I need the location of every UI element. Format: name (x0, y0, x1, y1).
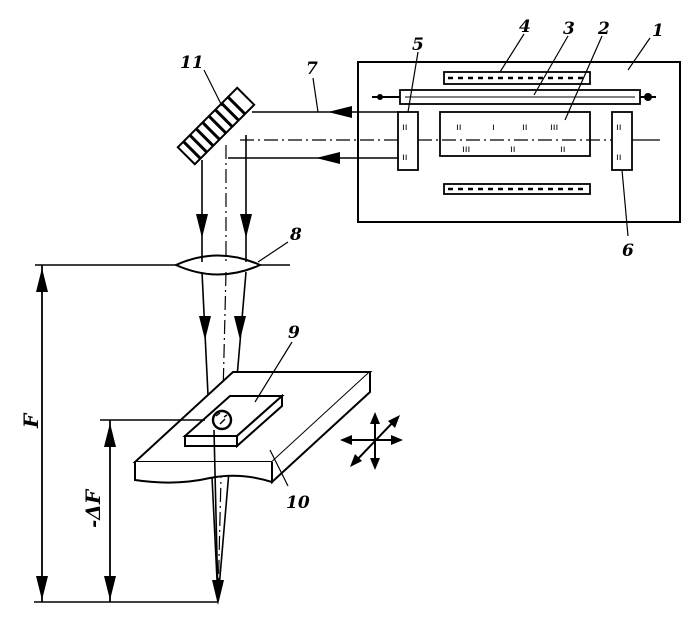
label-2: 2 (597, 19, 610, 39)
workpiece (182, 393, 285, 449)
svg-text:ıı: ıı (616, 122, 622, 133)
svg-text:ııı: ııı (462, 144, 470, 155)
svg-text:ıı: ıı (616, 152, 622, 163)
dimension-f (34, 265, 218, 603)
label-9: 9 (288, 323, 300, 343)
label-5: 5 (412, 35, 424, 55)
reflector-top (443, 71, 591, 85)
beam-vertical-upper (196, 135, 252, 262)
reflector-bottom (443, 183, 591, 195)
label-4: 4 (519, 17, 531, 37)
leader-lines (203, 33, 651, 487)
label-7: 7 (306, 59, 318, 79)
svg-text:ıı: ıı (402, 122, 408, 133)
label-3: 3 (563, 19, 575, 39)
svg-text:ıı: ıı (456, 122, 462, 133)
rear-mirror (611, 111, 633, 171)
svg-text:ıı: ıı (510, 144, 516, 155)
processing-spot (211, 409, 233, 431)
label-1: 1 (652, 21, 664, 41)
svg-text:ıı: ıı (522, 122, 528, 133)
label-6: 6 (622, 241, 634, 261)
svg-text:ıı: ıı (402, 152, 408, 163)
label-f: F (19, 412, 43, 429)
motion-arrows (340, 412, 403, 470)
label-8: 8 (289, 225, 302, 245)
dimension-delta-f (100, 419, 205, 602)
deflecting-mirror (176, 86, 256, 166)
beam-converging (199, 271, 247, 605)
active-element (439, 111, 591, 157)
focusing-lens (35, 254, 290, 276)
svg-text:ıı: ıı (560, 144, 566, 155)
svg-text:ı: ı (492, 122, 495, 133)
svg-text:ııı: ııı (550, 122, 558, 133)
beam-horizontal (228, 106, 398, 164)
label-11: 11 (180, 53, 204, 73)
laser-housing: ıı ı ıı ııı ııı ıı ıı ıı ıı ıı ıı (357, 61, 681, 223)
label-delta-f: -ΔF (81, 488, 105, 528)
output-mirror (397, 111, 419, 171)
label-10: 10 (286, 493, 310, 513)
